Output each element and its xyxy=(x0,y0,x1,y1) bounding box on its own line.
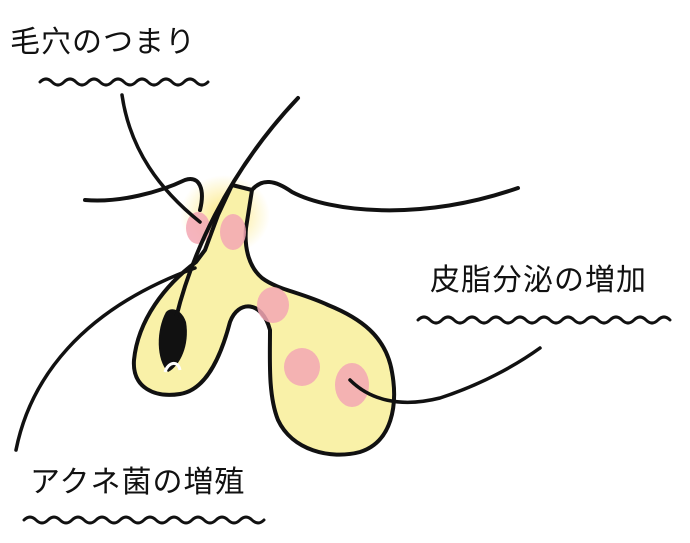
hair-shaft xyxy=(174,96,300,320)
wavy-underline-pore xyxy=(38,77,210,87)
sebaceous-gland xyxy=(131,183,396,457)
wavy-underline-acne xyxy=(22,515,266,525)
leader-line-pore xyxy=(120,93,202,224)
label-acne-bacteria-growth: アクネ菌の増殖 xyxy=(30,465,246,500)
skin-surface-left xyxy=(83,177,204,212)
leader-line-acne xyxy=(14,266,197,452)
wavy-underline-sebum xyxy=(416,315,672,325)
hair-bulb xyxy=(158,309,187,372)
hair-bulb-notch xyxy=(163,362,182,373)
label-sebum-increase: 皮脂分泌の増加 xyxy=(430,263,647,298)
bacteria-spot xyxy=(335,363,369,407)
bacteria-spot xyxy=(220,214,246,250)
bacteria-spot xyxy=(257,287,289,323)
bacteria-spot xyxy=(284,348,320,386)
leader-line-sebum xyxy=(348,346,542,405)
skin-surface-right xyxy=(250,180,520,213)
label-pore-clog: 毛穴のつまり xyxy=(10,25,196,60)
